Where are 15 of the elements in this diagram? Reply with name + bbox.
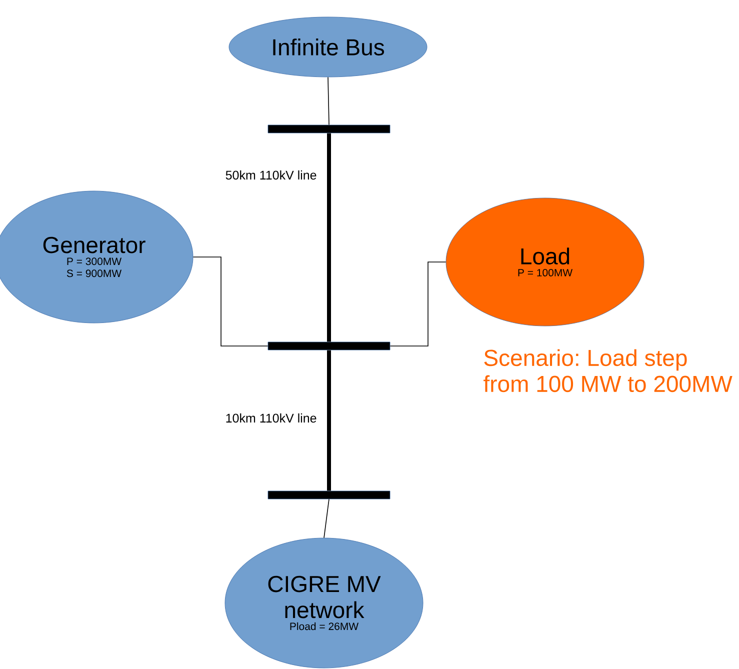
ellipse-node: Infinite Bus xyxy=(228,16,428,78)
edge-label: 50km 110kV line xyxy=(224,169,318,181)
ellipse-node: CIGRE MV network Pload = 26MW xyxy=(224,538,424,668)
bus-bar xyxy=(268,342,390,350)
bus-bar xyxy=(268,124,390,134)
line xyxy=(324,498,330,538)
line xyxy=(327,350,331,491)
line xyxy=(192,256,268,346)
ellipse-node: Load P = 100MW xyxy=(446,198,644,326)
edge-label: 10km 110kV line xyxy=(224,412,318,424)
line xyxy=(327,133,331,342)
bus-bar xyxy=(268,490,390,500)
note: Scenario: Load step from 100 MW to 200MW xyxy=(484,349,732,392)
line xyxy=(390,262,446,346)
line xyxy=(328,76,330,126)
